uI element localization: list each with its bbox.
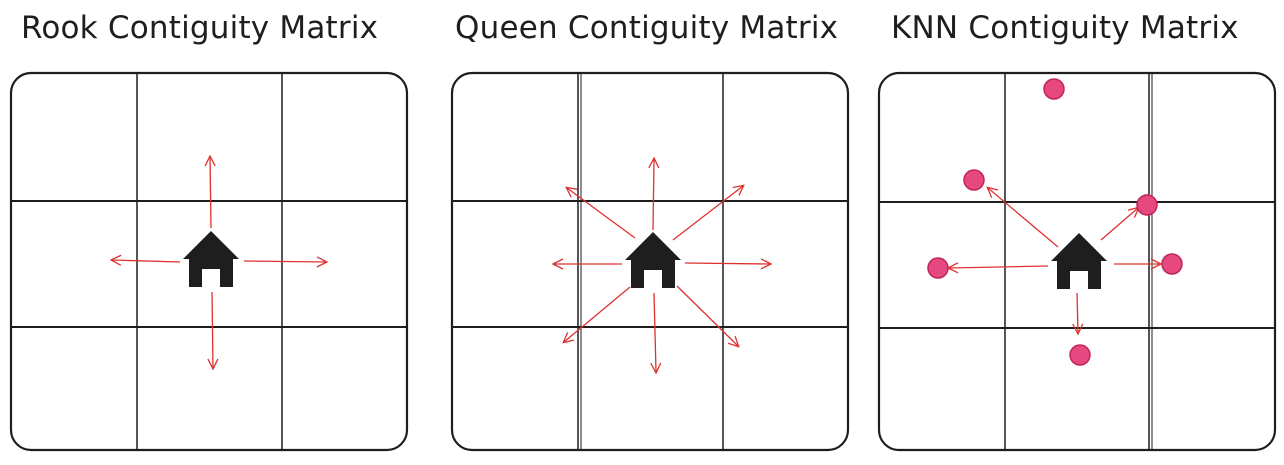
- knn-panel: [877, 71, 1277, 452]
- house-icon: [625, 232, 681, 288]
- arrow-icon: [1077, 292, 1078, 333]
- arrow-icon: [676, 285, 738, 346]
- arrow-icon: [564, 286, 631, 342]
- arrow-icon: [210, 157, 211, 229]
- neighbor-point-icon: [963, 169, 985, 191]
- rook-frame: [9, 71, 409, 452]
- arrow-icon: [672, 186, 743, 241]
- knn-title: KNN Contiguity Matrix: [891, 10, 1239, 46]
- arrow-icon: [684, 263, 770, 264]
- neighbor-point-icon: [927, 257, 949, 279]
- queen-panel: [450, 71, 850, 452]
- arrow-icon: [988, 188, 1059, 248]
- arrow-icon: [949, 266, 1049, 268]
- rook-title: Rook Contiguity Matrix: [21, 10, 379, 46]
- neighbor-point-icon: [1161, 253, 1183, 275]
- arrow-icon: [1100, 208, 1138, 241]
- arrow-icon: [653, 159, 654, 231]
- queen-title: Queen Contiguity Matrix: [455, 10, 839, 46]
- arrow-icon: [112, 260, 181, 262]
- arrow-icon: [243, 261, 326, 262]
- house-icon: [1051, 233, 1107, 289]
- rook-panel: [9, 71, 409, 452]
- arrow-icon: [212, 291, 213, 368]
- neighbor-point-icon: [1043, 78, 1065, 100]
- arrow-icon: [567, 188, 636, 239]
- arrow-icon: [654, 292, 656, 372]
- neighbor-point-icon: [1136, 194, 1158, 216]
- queen-frame: [450, 71, 850, 452]
- knn-frame: [877, 71, 1277, 452]
- house-icon: [183, 231, 239, 287]
- neighbor-point-icon: [1069, 344, 1091, 366]
